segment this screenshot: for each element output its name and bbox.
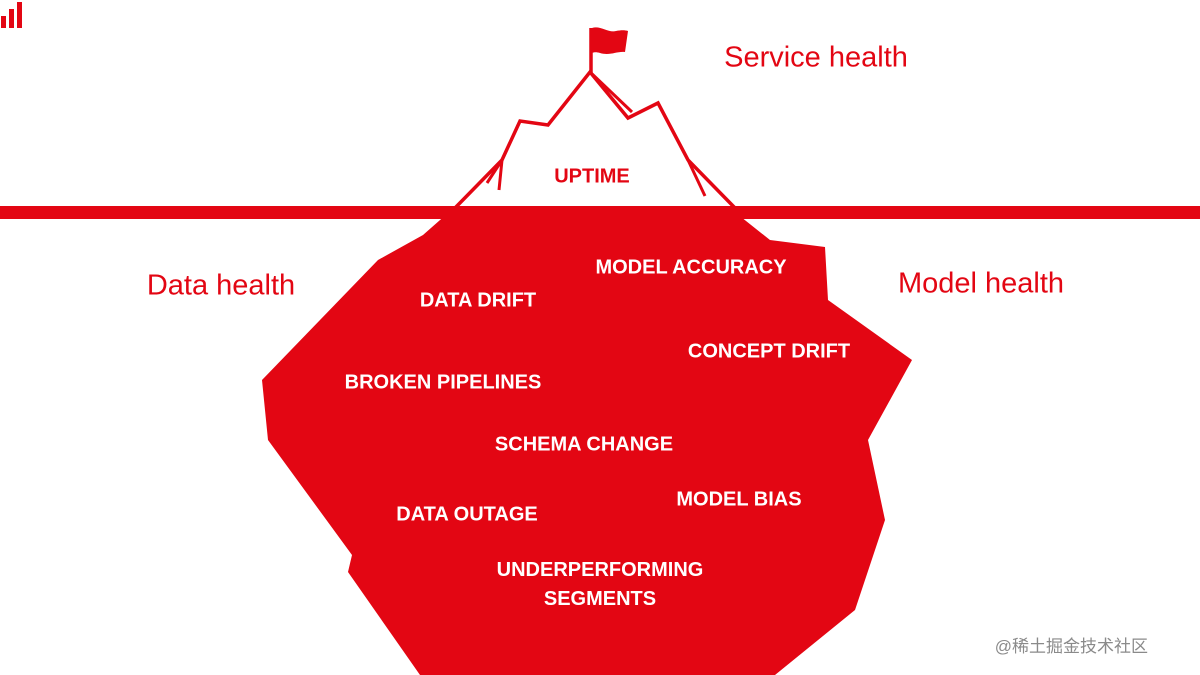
- iceberg-underwater: [262, 213, 912, 675]
- flag-icon: [589, 27, 628, 74]
- tip-crack-right: [686, 159, 707, 197]
- tip-crack-summit: [588, 70, 634, 114]
- waterline: [0, 206, 1200, 219]
- service-health-label: Service health: [724, 41, 908, 74]
- issue-data-outage: DATA OUTAGE: [396, 503, 538, 526]
- uptime-label: UPTIME: [554, 165, 630, 188]
- issue-data-drift: DATA DRIFT: [419, 289, 537, 312]
- tip-crack-left: [485, 159, 504, 191]
- issue-concept-drift: CONCEPT DRIFT: [687, 340, 851, 363]
- issue-model-accuracy: MODEL ACCURACY: [595, 256, 787, 279]
- bar-chart-icon: [1, 2, 22, 28]
- issue-underperforming-segments: UNDERPERFORMING SEGMENTS: [496, 559, 704, 610]
- issue-model-bias: MODEL BIAS: [676, 488, 802, 511]
- issue-schema-change: SCHEMA CHANGE: [494, 433, 674, 456]
- data-health-label: Data health: [146, 269, 296, 302]
- issue-broken-pipelines: BROKEN PIPELINES: [344, 371, 542, 394]
- model-health-label: Model health: [897, 267, 1065, 300]
- watermark-text: @稀土掘金技术社区: [994, 637, 1148, 656]
